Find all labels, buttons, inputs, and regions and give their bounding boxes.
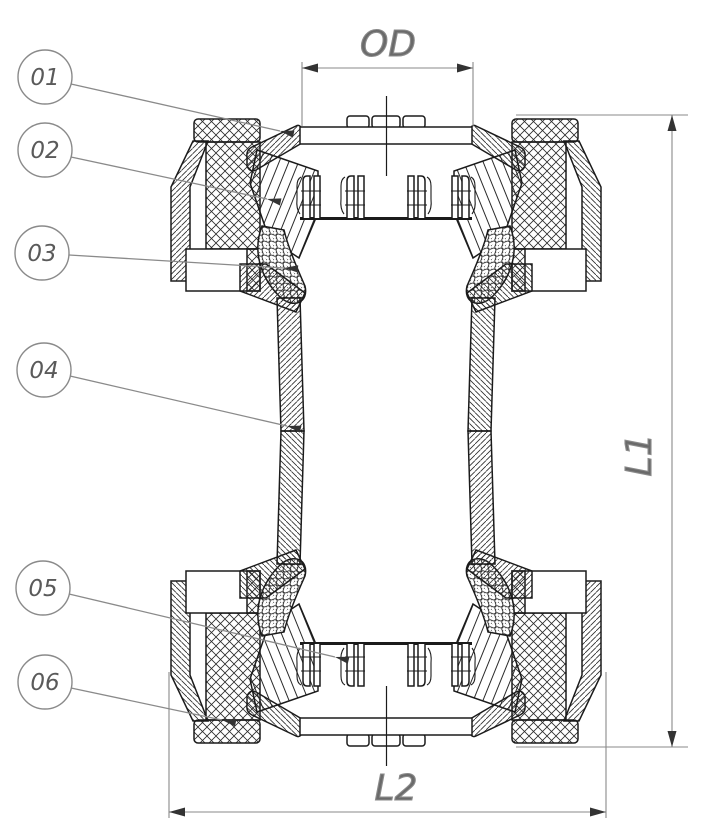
- leader-06: [70, 687, 237, 727]
- center-bottom: [297, 644, 475, 767]
- callout-balloon-06: 06: [17, 654, 73, 710]
- callout-label-06: 06: [30, 670, 59, 696]
- callout-label-05: 05: [28, 576, 57, 602]
- l2-label: L2: [375, 768, 418, 809]
- leader-05: [68, 593, 350, 664]
- callout-balloon-01: 01: [17, 49, 73, 105]
- od-label: OD: [360, 24, 416, 65]
- dimension-l1: L1: [516, 114, 688, 748]
- center-top: [297, 96, 475, 219]
- callout-balloon-04: 04: [16, 342, 72, 398]
- quadrant-top-left: [170, 118, 319, 432]
- quadrant-bottom-left: [170, 430, 319, 744]
- callout-label-03: 03: [27, 241, 56, 267]
- quadrant-bottom-right: [453, 430, 602, 744]
- fitting-section: [170, 96, 602, 767]
- callout-balloon-03: 03: [14, 225, 70, 281]
- callout-balloons: 01 02 03 04 05 06: [14, 49, 73, 710]
- l2-arrow-left: [169, 807, 185, 817]
- od-arrow-right: [457, 63, 473, 73]
- leader-02: [70, 156, 282, 206]
- leader-04: [69, 375, 302, 433]
- l1-arrow-bottom: [667, 731, 677, 747]
- quadrant-top-right: [453, 118, 602, 432]
- l1-arrow-top: [667, 115, 677, 131]
- callout-balloon-02: 02: [17, 122, 73, 178]
- dimension-od: OD: [301, 23, 474, 126]
- callout-leaders: [68, 83, 350, 727]
- callout-label-01: 01: [30, 65, 59, 91]
- callout-label-02: 02: [30, 138, 59, 164]
- l2-arrow-right: [590, 807, 606, 817]
- leader-03: [68, 254, 299, 273]
- od-arrow-left: [302, 63, 318, 73]
- dimension-l2: L2: [168, 672, 607, 818]
- callout-balloon-05: 05: [15, 560, 71, 616]
- l1-label: L1: [619, 434, 660, 477]
- leader-01: [70, 83, 295, 138]
- callout-label-04: 04: [29, 358, 58, 384]
